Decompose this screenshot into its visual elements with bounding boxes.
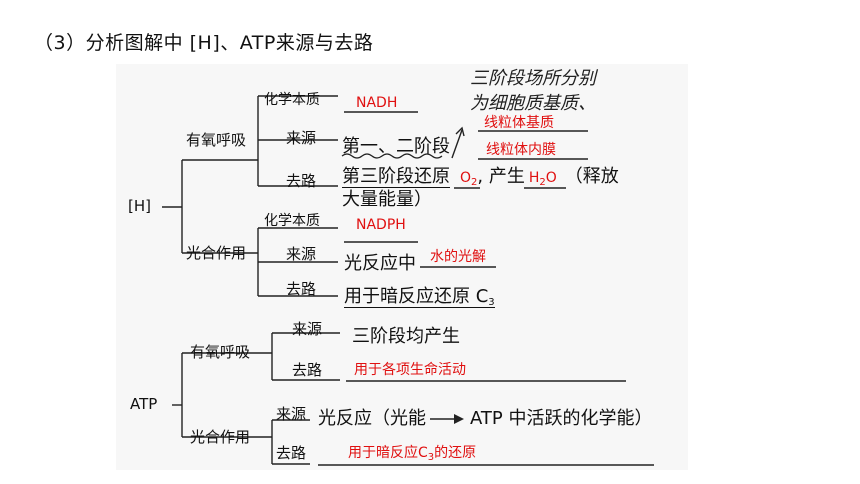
atp-photo-source-label: 来源 xyxy=(276,405,307,423)
h-aerobic-source-label: 来源 xyxy=(286,129,317,147)
h-aerobic-dest-text-4: 大量能量） xyxy=(342,189,432,210)
h-aerobic-dest-label: 去路 xyxy=(286,172,317,190)
atp-aerobic-dest-answer: 用于各项生命活动 xyxy=(354,362,466,378)
atp-photo-dest-answer: 用于暗反应C3的还原 xyxy=(348,445,477,463)
h-aerobic-label: 有氧呼吸 xyxy=(186,131,247,149)
h-photo-nature-label: 化学本质 xyxy=(264,213,320,229)
h-photo-nature-answer: NADPH xyxy=(356,217,406,233)
h-aerobic-source-text: 第一、二阶段 xyxy=(342,136,450,157)
h-aerobic-dest-answer-2: H2O xyxy=(528,170,557,188)
atp-photo-source-text-1: 光反应（光能 xyxy=(318,408,426,429)
h-photo-dest-text: 用于暗反应还原 C3 xyxy=(344,286,495,308)
h-aerobic-dest-text-3: （释放 xyxy=(564,166,619,187)
h-photo-label: 光合作用 xyxy=(186,244,247,262)
h-photo-source-label: 来源 xyxy=(286,245,317,263)
note-line-2: 为细胞质基质、 xyxy=(470,93,596,114)
h-aerobic-dest-text-1: 第三阶段还原 xyxy=(342,166,450,188)
atp-root-label: ATP xyxy=(130,395,158,413)
h-root-label: [H] xyxy=(128,197,151,215)
h-photo-source-text: 光反应中 xyxy=(344,253,416,274)
h-photo-source-answer: 水的光解 xyxy=(430,249,486,265)
page-title: （3）分析图解中 [H]、ATP来源与去路 xyxy=(34,32,374,54)
note-line-1: 三阶段场所分别 xyxy=(470,68,596,89)
h-aerobic-dest-text-2: , 产生 xyxy=(477,166,525,187)
atp-photo-source-text-2: ATP 中活跃的化学能） xyxy=(470,408,653,429)
h-aerobic-nature-label: 化学本质 xyxy=(264,92,320,108)
atp-aerobic-source-label: 来源 xyxy=(292,320,323,338)
atp-photo-dest-label: 去路 xyxy=(276,444,307,462)
atp-aerobic-source-text: 三阶段均产生 xyxy=(352,326,460,347)
h-aerobic-nature-answer: NADH xyxy=(356,95,398,111)
h-photo-dest-label: 去路 xyxy=(286,280,317,298)
note-answer-1: 线粒体基质 xyxy=(484,115,554,131)
atp-photo-label: 光合作用 xyxy=(190,428,251,446)
atp-aerobic-label: 有氧呼吸 xyxy=(190,343,251,361)
note-answer-2: 线粒体内膜 xyxy=(486,142,556,158)
atp-aerobic-dest-label: 去路 xyxy=(292,361,323,379)
diagram-panel xyxy=(116,64,688,470)
h-aerobic-dest-answer-1: O2 xyxy=(460,170,478,188)
